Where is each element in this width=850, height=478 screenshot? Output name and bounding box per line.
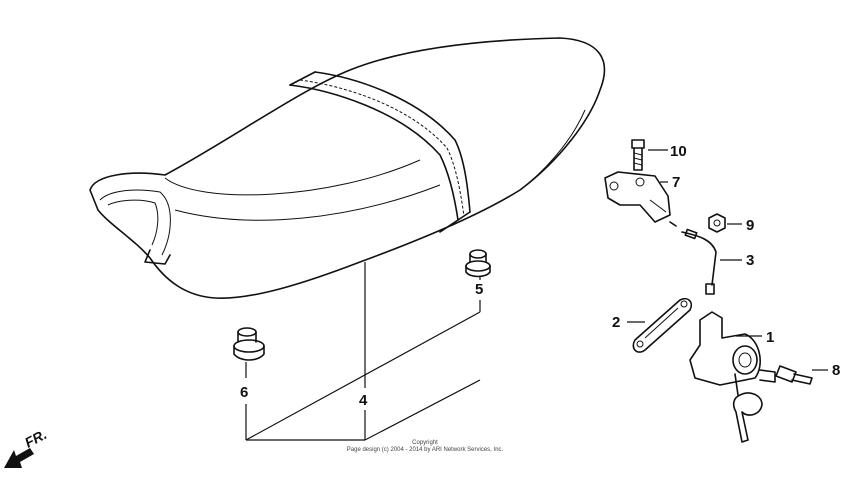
label-part-4: 4 [359,392,368,409]
bolt-10-drawing [631,139,645,171]
label-part-7: 7 [672,174,680,191]
leader-lines [245,149,828,441]
plate-2-drawing [632,297,693,353]
label-part-6: 6 [240,384,248,401]
copyright-notice: Copyright Page design (c) 2004 - 2014 by… [300,440,550,454]
label-part-1: 1 [766,329,774,346]
screw-8-drawing [775,365,813,385]
copyright-line-1: Copyright [412,440,438,446]
copyright-line-2: Page design (c) 2004 - 2014 by ARI Netwo… [346,447,504,453]
label-part-2: 2 [612,314,620,331]
seat-drawing [89,37,606,299]
front-direction-arrow: FR. [4,426,49,468]
cable-3-drawing [669,221,717,295]
bracket-7-drawing [604,171,671,223]
label-part-3: 3 [746,252,754,269]
label-part-5: 5 [475,281,483,298]
label-part-10: 10 [670,143,687,160]
grommet-6-drawing [233,327,265,361]
nut-9-drawing [708,213,726,233]
label-part-8: 8 [832,362,840,379]
lock-1-drawing [689,311,776,443]
front-direction-label: FR. [22,426,49,451]
grommet-5-drawing [465,249,491,278]
label-part-9: 9 [746,217,754,234]
